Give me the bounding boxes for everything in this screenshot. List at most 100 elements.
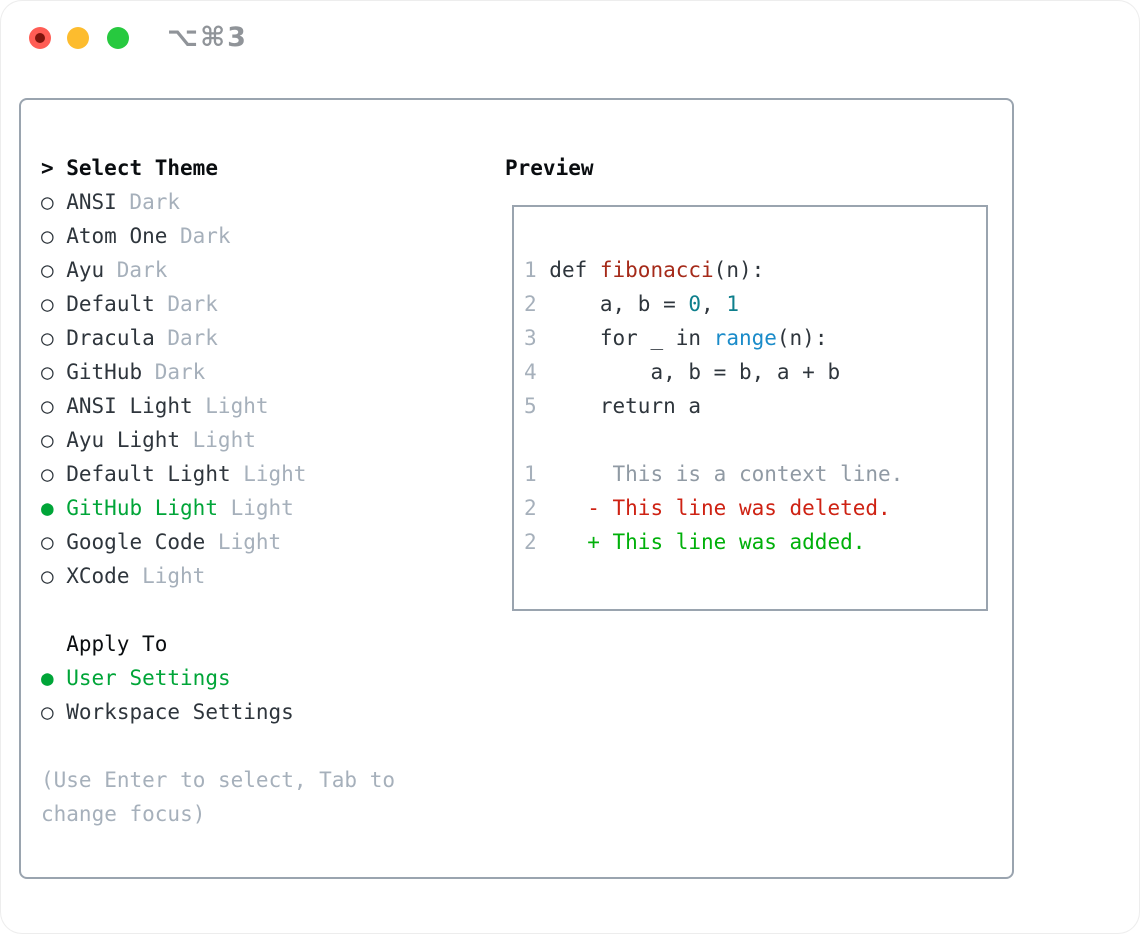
code-text: a, b = b, a + b xyxy=(536,360,841,384)
apply-to-workspace-settings[interactable]: ○ Workspace Settings xyxy=(41,695,491,729)
code-text: , xyxy=(701,292,727,316)
theme-name: XCode xyxy=(66,564,130,588)
close-button[interactable] xyxy=(29,27,51,49)
radio-icon: ○ xyxy=(41,700,54,724)
theme-name: Dracula xyxy=(66,326,155,350)
theme-variant-badge: Dark xyxy=(129,190,180,214)
theme-item-default-dark[interactable]: ○ Default Dark xyxy=(41,287,491,321)
apply-to-header: Apply To xyxy=(66,632,168,656)
radio-selected-icon: ● xyxy=(41,496,54,520)
code-text: return a xyxy=(536,394,702,418)
theme-item-ayu-dark[interactable]: ○ Ayu Dark xyxy=(41,253,491,287)
code-line: 5 return a xyxy=(524,389,986,423)
code-text: (n): xyxy=(713,258,765,282)
theme-name: GitHub xyxy=(66,360,143,384)
prompt-caret-icon: > xyxy=(41,156,54,180)
number-token: 1 xyxy=(726,292,739,316)
function-name-token: fibonacci xyxy=(599,258,714,282)
blank-line xyxy=(524,423,986,457)
line-number: 3 xyxy=(524,326,537,350)
code-text: def xyxy=(536,258,600,282)
titlebar: ⌥⌘3 xyxy=(1,1,1139,76)
line-number: 1 xyxy=(524,258,537,282)
theme-variant-badge: Dark xyxy=(116,258,168,282)
code-line: 1 def fibonacci(n): xyxy=(524,253,986,287)
code-text: a, b = xyxy=(536,292,689,316)
radio-icon: ○ xyxy=(41,190,54,214)
theme-item-ayu-light[interactable]: ○ Ayu Light Light xyxy=(41,423,491,457)
deleted-text: - This line was deleted. xyxy=(536,496,891,520)
theme-variant-badge: Dark xyxy=(167,326,218,350)
minimize-button[interactable] xyxy=(67,27,89,49)
radio-icon: ○ xyxy=(41,258,54,282)
radio-icon: ○ xyxy=(41,292,54,316)
added-text: + This line was added. xyxy=(536,530,866,554)
apply-to-user-settings[interactable]: ● User Settings xyxy=(41,661,491,695)
theme-variant-badge: Light xyxy=(230,496,294,520)
theme-name: ANSI xyxy=(66,190,117,214)
theme-name: GitHub Light xyxy=(66,496,218,520)
radio-icon: ○ xyxy=(41,530,54,554)
builtin-call-token: range xyxy=(713,326,777,350)
theme-name: Ayu xyxy=(66,258,105,282)
radio-icon: ○ xyxy=(41,462,54,486)
select-theme-header-label: Select Theme xyxy=(66,156,218,180)
apply-to-option-label: Workspace Settings xyxy=(66,700,294,724)
line-number: 2 xyxy=(524,530,537,554)
diff-added-line: 2 + This line was added. xyxy=(524,525,986,559)
radio-icon: ○ xyxy=(41,428,54,452)
code-line: 2 a, b = 0, 1 xyxy=(524,287,986,321)
theme-name: Default xyxy=(66,292,155,316)
maximize-button[interactable] xyxy=(107,27,129,49)
diff-context-line: 1 This is a context line. xyxy=(524,457,986,491)
line-number: 4 xyxy=(524,360,537,384)
spacer xyxy=(41,593,491,627)
close-button-dot-icon xyxy=(35,33,45,43)
select-theme-header: > Select Theme xyxy=(41,151,491,185)
theme-item-dracula-dark[interactable]: ○ Dracula Dark xyxy=(41,321,491,355)
window-title: ⌥⌘3 xyxy=(167,22,248,53)
theme-name: ANSI Light xyxy=(66,394,193,418)
radio-selected-icon: ● xyxy=(41,666,54,690)
radio-icon: ○ xyxy=(41,564,54,588)
code-text: for _ in xyxy=(536,326,714,350)
apply-to-option-label: User Settings xyxy=(66,666,231,690)
code-preview: 1 def fibonacci(n): 2 a, b = 0, 1 3 for … xyxy=(514,207,986,559)
theme-variant-badge: Light xyxy=(192,428,256,452)
radio-icon: ○ xyxy=(41,326,54,350)
theme-variant-badge: Light xyxy=(243,462,307,486)
line-number: 2 xyxy=(524,496,537,520)
theme-name: Google Code xyxy=(66,530,206,554)
theme-item-ansi-dark[interactable]: ○ ANSI Dark xyxy=(41,185,491,219)
radio-icon: ○ xyxy=(41,394,54,418)
preview-box: 1 def fibonacci(n): 2 a, b = 0, 1 3 for … xyxy=(512,205,988,611)
theme-item-github-light[interactable]: ● GitHub Light Light xyxy=(41,491,491,525)
line-number: 5 xyxy=(524,394,537,418)
theme-name: Ayu Light xyxy=(66,428,181,452)
radio-icon: ○ xyxy=(41,224,54,248)
spacer xyxy=(41,729,491,763)
diff-deleted-line: 2 - This line was deleted. xyxy=(524,491,986,525)
theme-item-github-dark[interactable]: ○ GitHub Dark xyxy=(41,355,491,389)
keyboard-hint: (Use Enter to select, Tab to change focu… xyxy=(41,768,396,826)
theme-variant-badge: Dark xyxy=(154,360,206,384)
code-text: (n): xyxy=(776,326,828,350)
context-text: This is a context line. xyxy=(536,462,904,486)
theme-item-ansi-light[interactable]: ○ ANSI Light Light xyxy=(41,389,491,423)
theme-item-default-light[interactable]: ○ Default Light Light xyxy=(41,457,491,491)
line-number: 2 xyxy=(524,292,537,316)
theme-item-google-code-light[interactable]: ○ Google Code Light xyxy=(41,525,491,559)
theme-variant-badge: Light xyxy=(205,394,269,418)
theme-variant-badge: Dark xyxy=(167,292,218,316)
preview-header: Preview xyxy=(505,156,594,180)
theme-variant-badge: Light xyxy=(217,530,282,554)
radio-icon: ○ xyxy=(41,360,54,384)
line-number: 1 xyxy=(524,462,537,486)
number-token: 0 xyxy=(688,292,702,316)
theme-name: Default Light xyxy=(66,462,231,486)
